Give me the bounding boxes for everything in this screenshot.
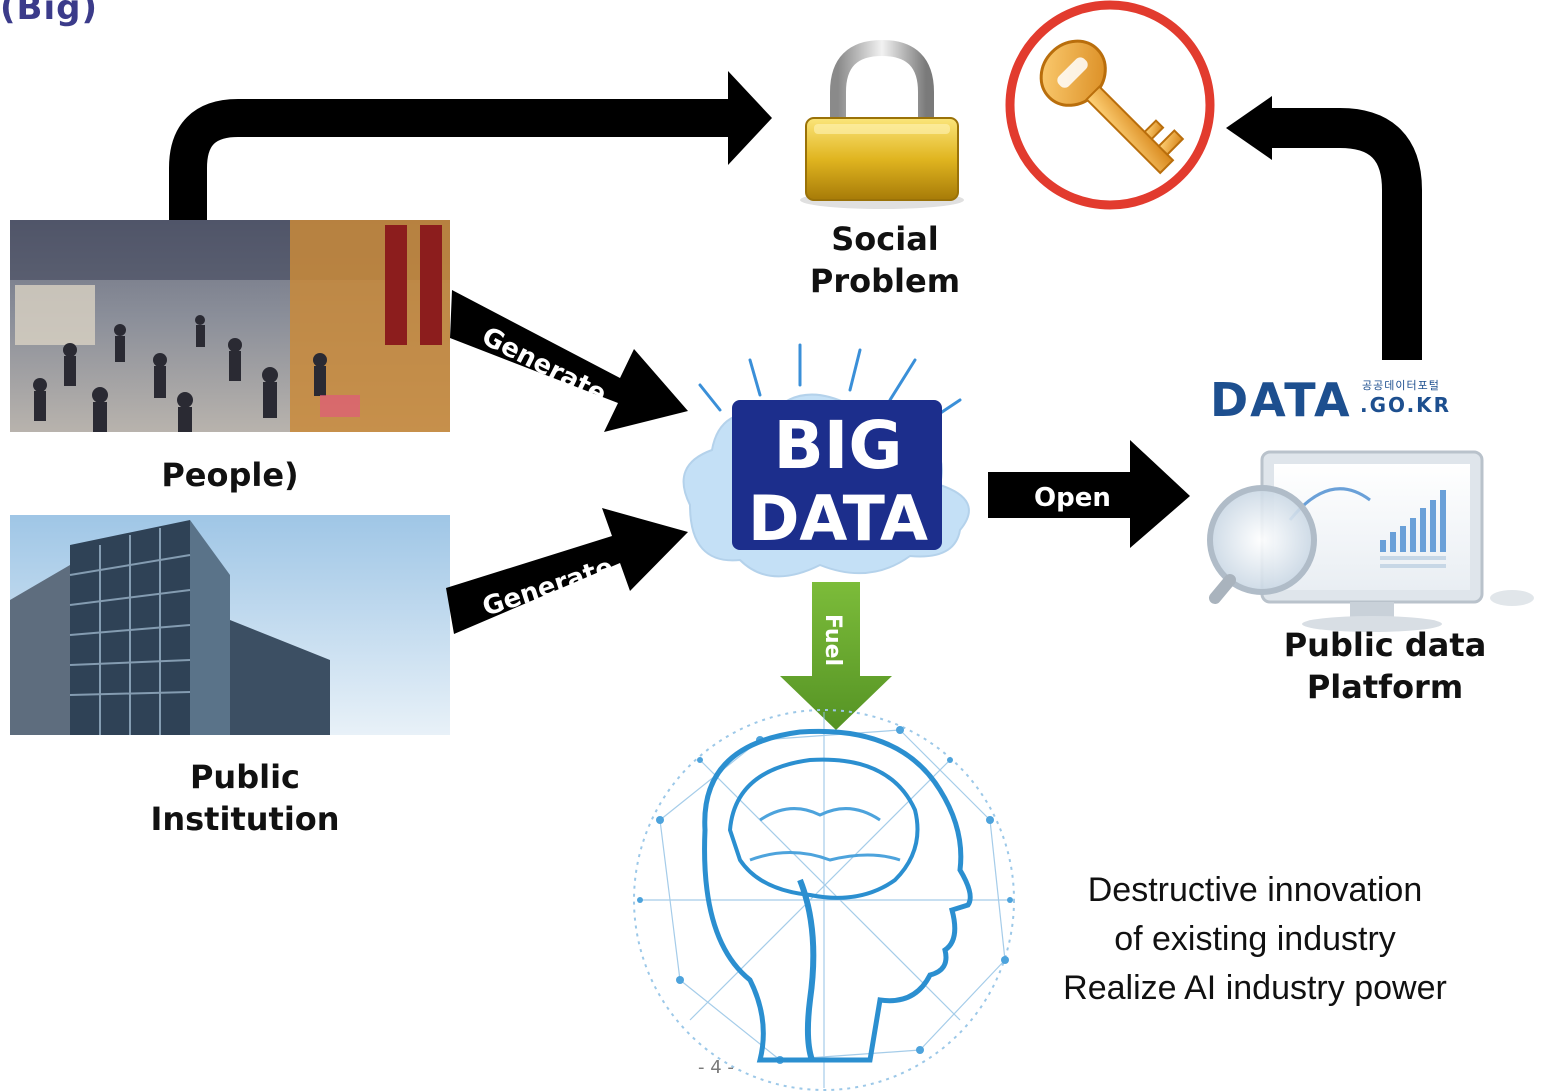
data-portal-logo-main: DATA [1210,373,1352,427]
outcome-line3: Realize AI industry power [1063,969,1447,1007]
arrow-platform-to-key [1226,96,1422,360]
big-data-cloud-icon: BIG DATA [682,343,970,578]
brain-network-icon [633,709,1015,1091]
public-data-platform-line1: Public data [1283,626,1487,664]
public-data-platform-line2: Platform [1306,668,1464,706]
fuel-label: Fuel [820,614,845,666]
public-institution-label: Public Institution [150,758,340,838]
public-data-platform-label: Public data Platform [1270,624,1500,708]
public-institution-image [10,515,450,735]
data-portal-logo-domain: .GO.KR [1360,393,1452,417]
key-icon [1005,0,1215,210]
open-label: Open [1034,483,1111,513]
outcome-line1: Destructive innovation [1087,871,1423,909]
social-problem-label: Social Problem [809,220,961,300]
arrow-people-to-social-problem [169,71,772,225]
slide-heading-fragment: (Big) [0,0,98,28]
padlock-icon [800,39,964,209]
people-label: People) [161,456,299,494]
outcome-line2: of existing industry [1114,920,1396,958]
page-number: - 4 - [698,1057,734,1078]
arrow-generate-institution: Generate [446,508,688,634]
data-portal-logo-korean: 공공데이터포털 [1362,379,1440,392]
arrow-generate-people: Generate [450,290,688,432]
big-data-line2: DATA [748,482,928,555]
big-data-line1: BIG [773,407,902,484]
arrow-open: Open [988,440,1190,548]
people-crowd-image [10,220,450,432]
outcome-text: Destructive innovation of existing indus… [1010,866,1500,1013]
arrow-fuel: Fuel [780,582,892,730]
monitor-chart-icon [1207,450,1534,632]
data-portal-logo: DATA 공공데이터포털 .GO.KR [1210,375,1510,425]
